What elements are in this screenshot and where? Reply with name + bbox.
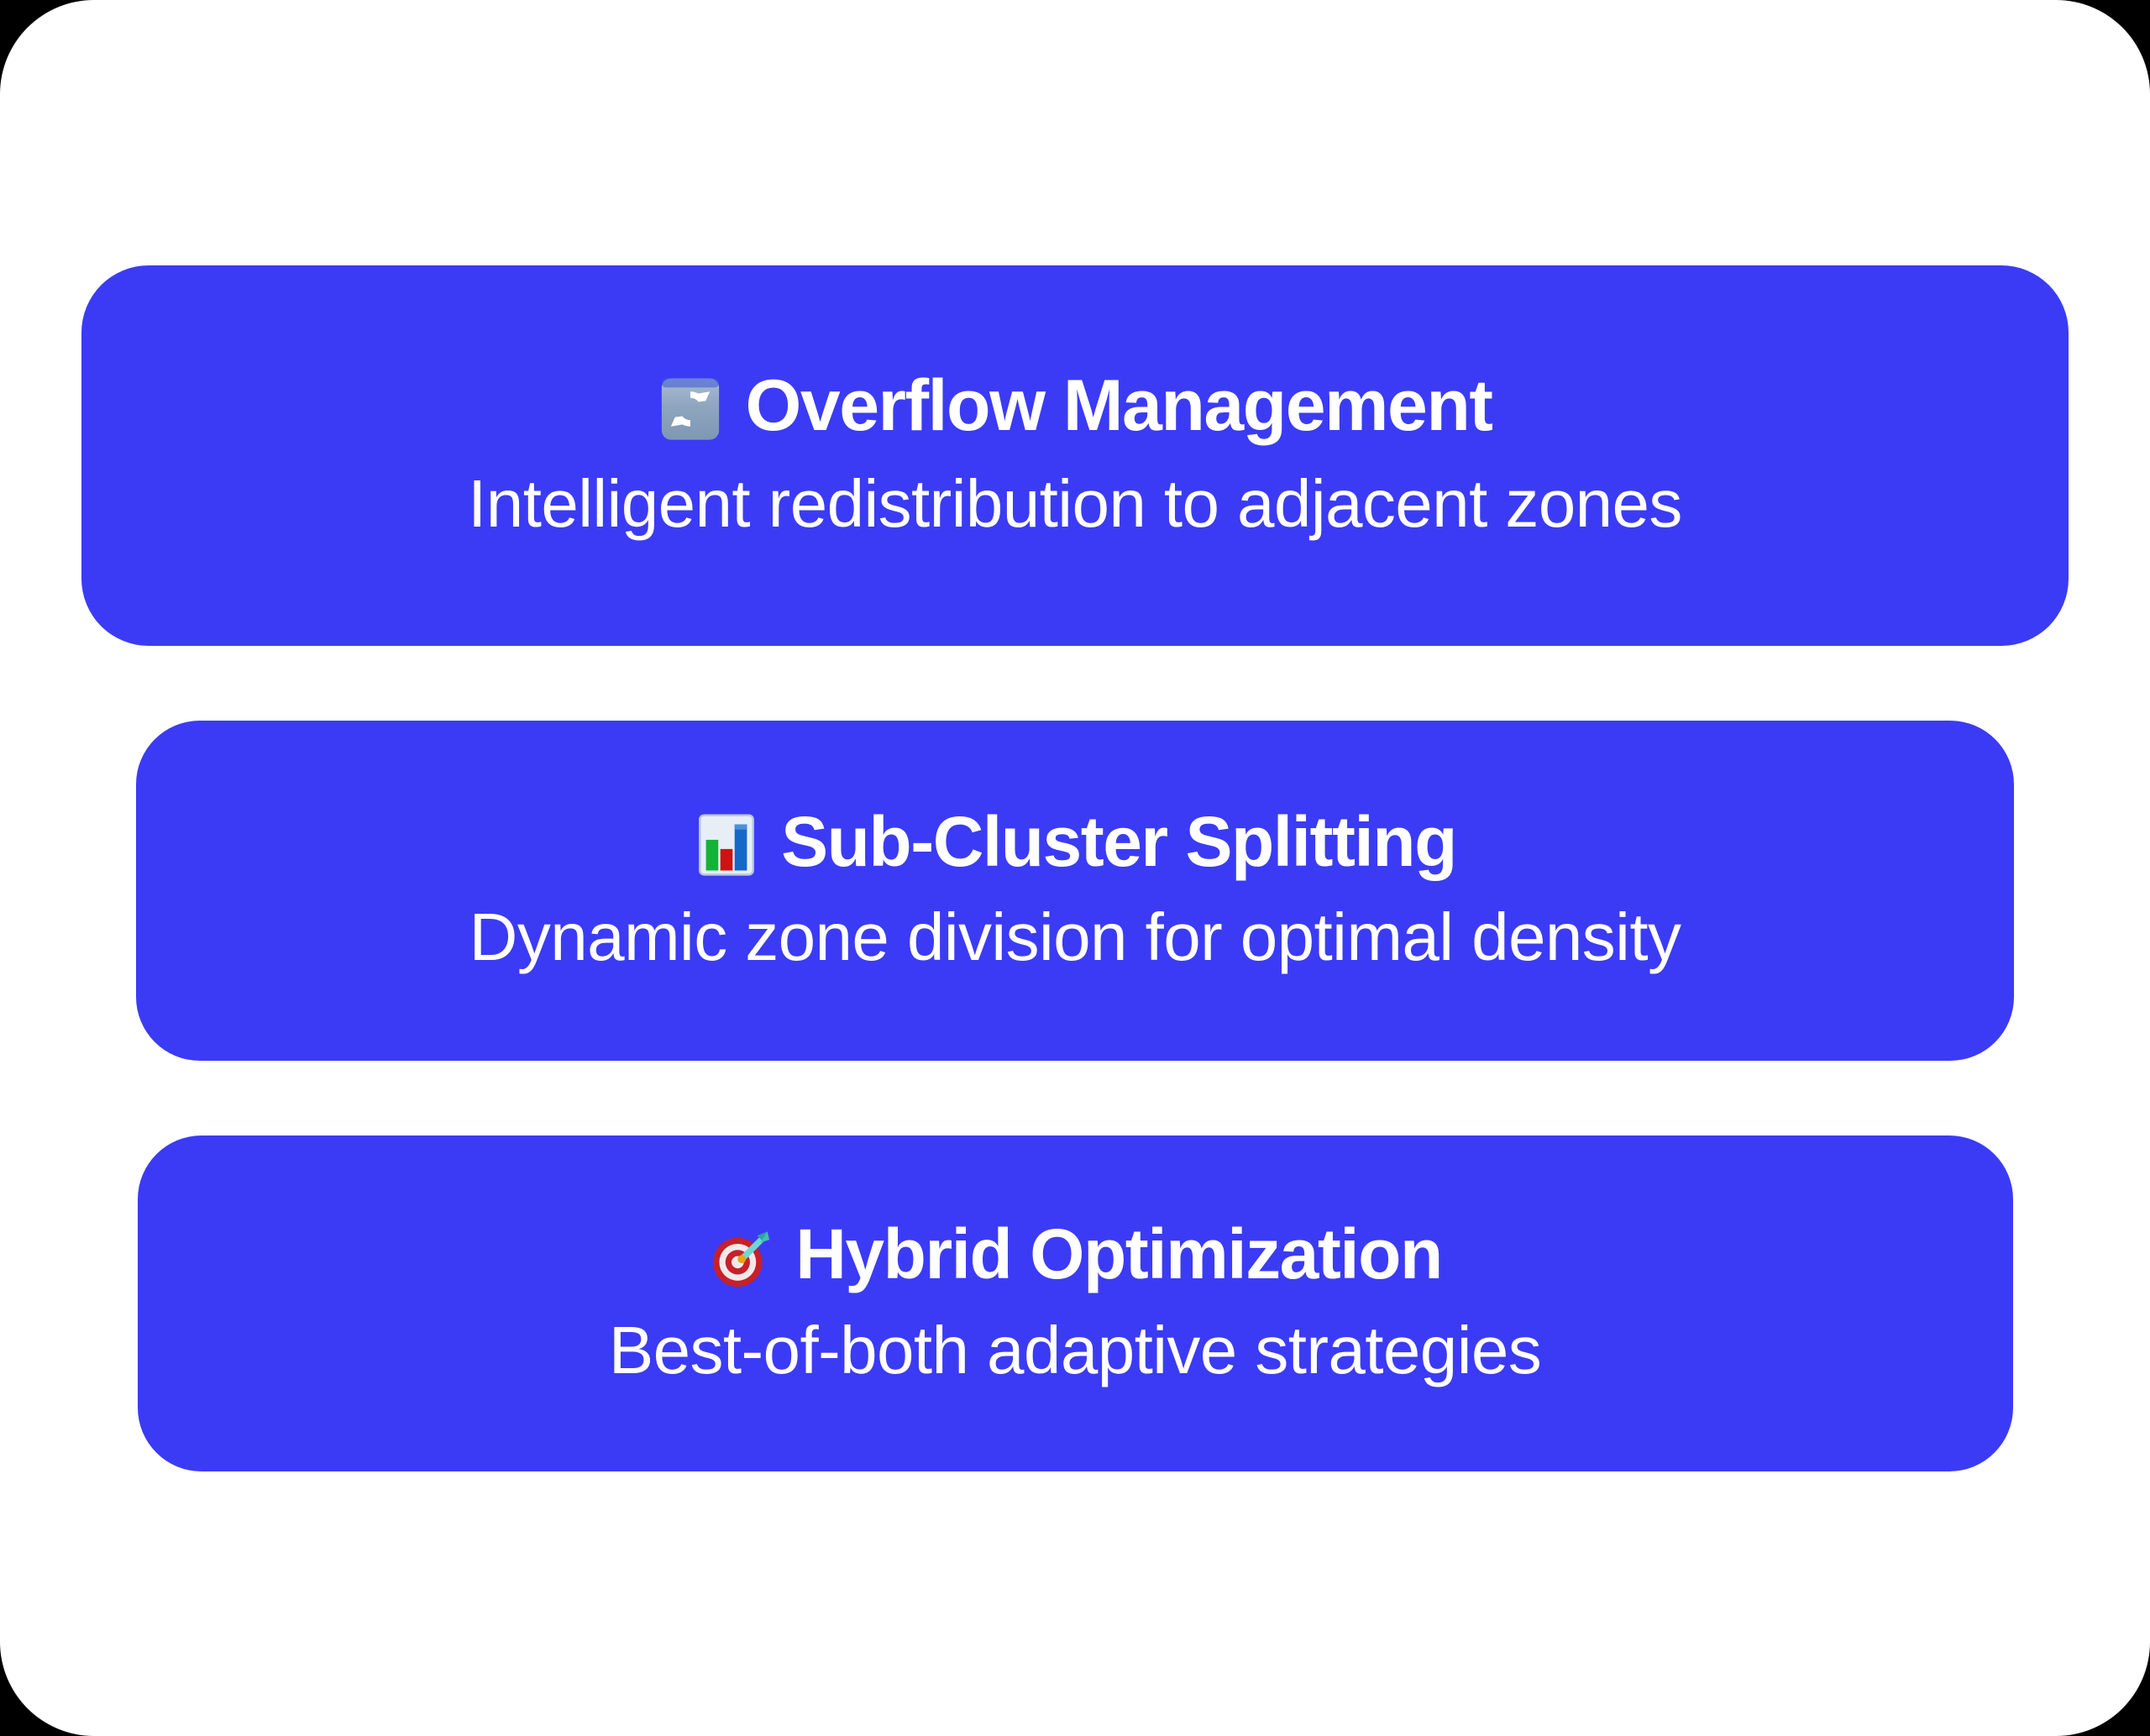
card-title-row: Hybrid Optimization (708, 1214, 1443, 1294)
dart-target-icon (708, 1225, 773, 1291)
card-subtitle-text: Dynamic zone division for optimal densit… (469, 899, 1681, 975)
strategy-card-overflow-management[interactable]: Overflow Management Intelligent redistri… (81, 265, 2069, 646)
card-title-text: Overflow Management (745, 365, 1493, 446)
card-title-text: Hybrid Optimization (795, 1214, 1443, 1294)
counterclockwise-arrows-icon (658, 376, 723, 442)
card-subtitle-text: Intelligent redistribution to adjacent z… (468, 466, 1682, 542)
strategy-card-sub-cluster-splitting[interactable]: Sub-Cluster Splitting Dynamic zone divis… (136, 720, 2014, 1061)
bar-chart-icon (694, 812, 759, 878)
strategy-card-hybrid-optimization[interactable]: Hybrid Optimization Best-of-both adaptiv… (137, 1135, 2013, 1471)
card-title-text: Sub-Cluster Splitting (781, 801, 1457, 881)
card-title-row: Sub-Cluster Splitting (694, 801, 1457, 881)
card-subtitle-text: Best-of-both adaptive strategies (608, 1312, 1542, 1387)
card-title-row: Overflow Management (658, 365, 1493, 446)
